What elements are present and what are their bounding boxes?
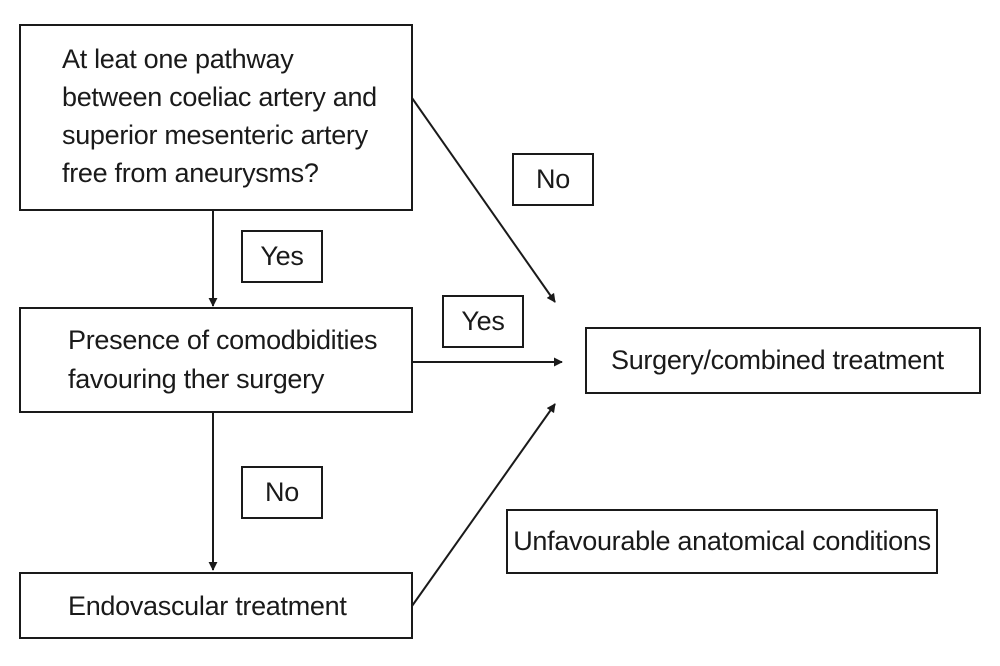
surgery-node bbox=[585, 327, 981, 394]
endovascular-node bbox=[19, 572, 413, 639]
question-line-1: At leat one pathway bbox=[62, 44, 294, 74]
question-line-2: between coeliac artery and bbox=[62, 82, 377, 112]
comorbidities-line-2: favouring ther surgery bbox=[68, 364, 325, 394]
arrow-question-to-surgery bbox=[411, 97, 556, 303]
comorbidities-line-1: Presence of comodbidities bbox=[68, 325, 378, 355]
endovascular-text: Endovascular treatment bbox=[68, 591, 347, 621]
surgery-text: Surgery/combined treatment bbox=[611, 345, 944, 375]
question-line-4: free from aneurysms? bbox=[62, 158, 319, 188]
arrow-endovascular-to-surgery bbox=[411, 403, 556, 607]
label-no-top: No bbox=[512, 153, 594, 206]
label-unfavourable: Unfavourable anatomical conditions bbox=[506, 509, 938, 574]
question-node bbox=[19, 24, 413, 211]
label-yes-right: Yes bbox=[442, 295, 524, 348]
question-line-3: superior mesenteric artery bbox=[62, 120, 368, 150]
comorbidities-node bbox=[19, 307, 413, 413]
label-no-down: No bbox=[241, 466, 323, 519]
label-yes-down: Yes bbox=[241, 230, 323, 283]
